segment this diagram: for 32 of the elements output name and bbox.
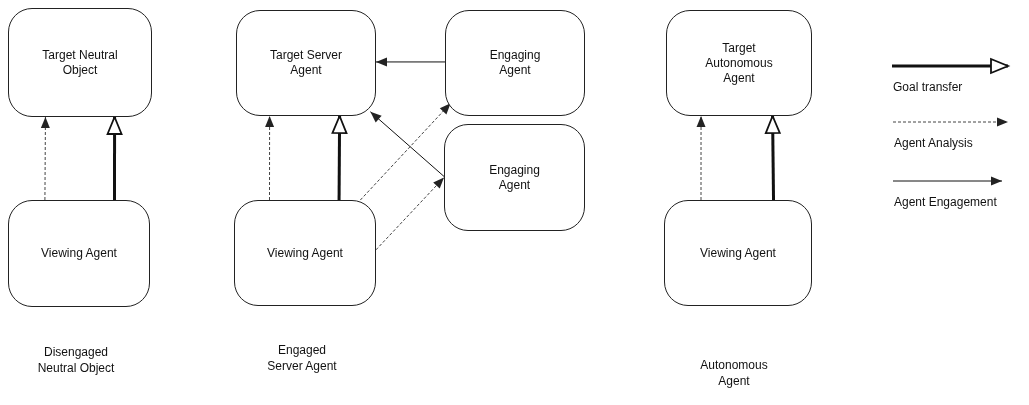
rounded-box xyxy=(664,200,812,306)
node-label: Engaging Agent xyxy=(488,162,541,193)
node-label: Target Autonomous Agent xyxy=(704,40,774,86)
column-caption: Disengaged Neutral Object xyxy=(36,345,116,377)
node-label: Viewing Agent xyxy=(700,245,776,261)
column-caption: Autonomous Agent xyxy=(699,358,769,390)
dashed-arrow xyxy=(696,115,706,201)
rounded-box xyxy=(444,124,585,231)
legend-label: Agent Engagement xyxy=(894,195,997,209)
thick-arrow xyxy=(764,115,781,200)
node-label: Target Server Agent xyxy=(269,48,343,78)
rounded-box xyxy=(666,10,812,116)
node-label: Viewing Agent xyxy=(267,245,343,261)
node-label: Target Neutral Object xyxy=(41,47,119,78)
thick-arrow xyxy=(331,115,348,200)
dashed-arrow xyxy=(359,102,452,201)
dashed-arrow xyxy=(265,115,275,201)
rounded-box xyxy=(445,10,585,116)
rounded-box xyxy=(234,200,376,306)
legend-label: Goal transfer xyxy=(893,80,963,94)
column-caption: Engaged Server Agent xyxy=(266,343,338,375)
rounded-box xyxy=(8,8,152,117)
node-label: Viewing Agent xyxy=(41,246,117,261)
arrow xyxy=(375,57,446,67)
rounded-box xyxy=(8,200,150,307)
legend-label: Agent Analysis xyxy=(894,136,973,150)
thick-arrow xyxy=(106,116,123,200)
arrow xyxy=(369,111,445,177)
rounded-box xyxy=(236,10,376,116)
dashed-arrow xyxy=(40,116,50,201)
node-label: Engaging Agent xyxy=(488,48,542,78)
dashed-arrow xyxy=(375,177,445,251)
